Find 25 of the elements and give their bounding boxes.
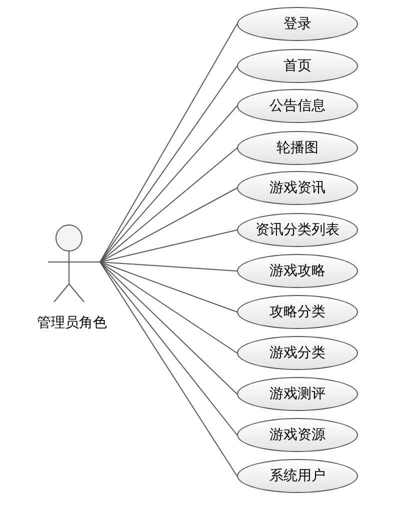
use-case-ellipse: 首页 xyxy=(237,49,358,83)
use-case-ellipse: 资讯分类列表 xyxy=(237,213,358,247)
association-line xyxy=(100,262,238,394)
association-line xyxy=(100,24,238,262)
use-case-ellipse: 游戏分类 xyxy=(237,336,358,370)
association-line xyxy=(100,230,238,262)
use-case-ellipse: 轮播图 xyxy=(237,131,358,165)
use-case-ellipse: 游戏攻略 xyxy=(237,254,358,288)
use-case-ellipse: 登录 xyxy=(237,7,358,41)
association-line xyxy=(100,188,238,262)
use-case-ellipse: 攻略分类 xyxy=(237,295,358,329)
use-case-ellipse: 游戏资讯 xyxy=(237,171,358,205)
use-case-ellipse: 游戏资源 xyxy=(237,418,358,452)
use-case-ellipse: 公告信息 xyxy=(237,89,358,123)
use-case-ellipse: 系统用户 xyxy=(237,459,358,493)
association-line xyxy=(100,262,238,476)
association-line xyxy=(100,66,238,262)
association-line xyxy=(100,262,238,436)
association-line xyxy=(100,106,238,262)
association-line xyxy=(100,262,238,312)
association-line xyxy=(100,262,238,272)
association-line xyxy=(100,148,238,262)
actor-label: 管理员角色 xyxy=(37,314,107,332)
use-case-ellipse: 游戏测评 xyxy=(237,377,358,411)
association-line xyxy=(100,262,238,354)
